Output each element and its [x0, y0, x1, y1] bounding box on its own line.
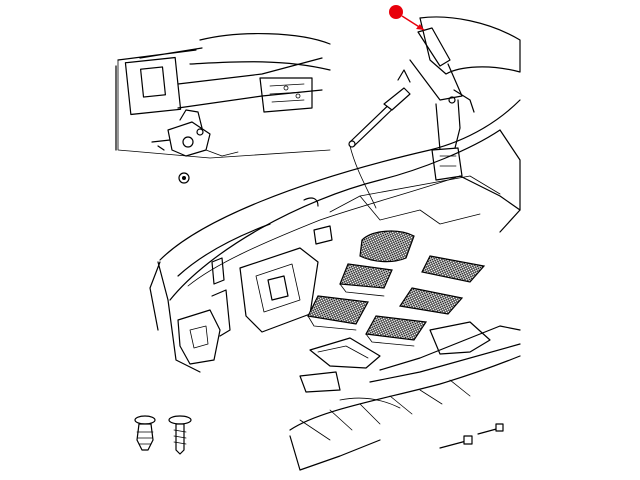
front-body-outline — [149, 99, 521, 373]
red-dot-icon — [389, 5, 403, 19]
hood-prop-rod — [348, 69, 411, 209]
grille-insert-upper — [359, 230, 415, 263]
grille-insert-right-mid — [398, 287, 464, 315]
hood-latch-bracket — [115, 33, 331, 159]
callout-marker — [389, 5, 425, 31]
hood-latch — [151, 109, 239, 184]
radiator-support-bracket — [177, 197, 333, 365]
push-pin-fasteners — [134, 415, 192, 455]
grille-insert-left-mid — [307, 295, 369, 325]
hood-hinge — [409, 16, 521, 181]
grille-insert-left-top — [339, 263, 393, 289]
fastener-bolts — [439, 423, 504, 449]
grille-insert-right-top — [421, 255, 486, 283]
push-pin-2 — [168, 415, 192, 455]
push-pin-1 — [134, 415, 156, 451]
grille-insert-lower — [365, 315, 428, 341]
red-arrow-icon — [401, 15, 425, 31]
front-fascia-grille-inserts — [307, 230, 486, 347]
lower-fascia — [289, 321, 521, 471]
